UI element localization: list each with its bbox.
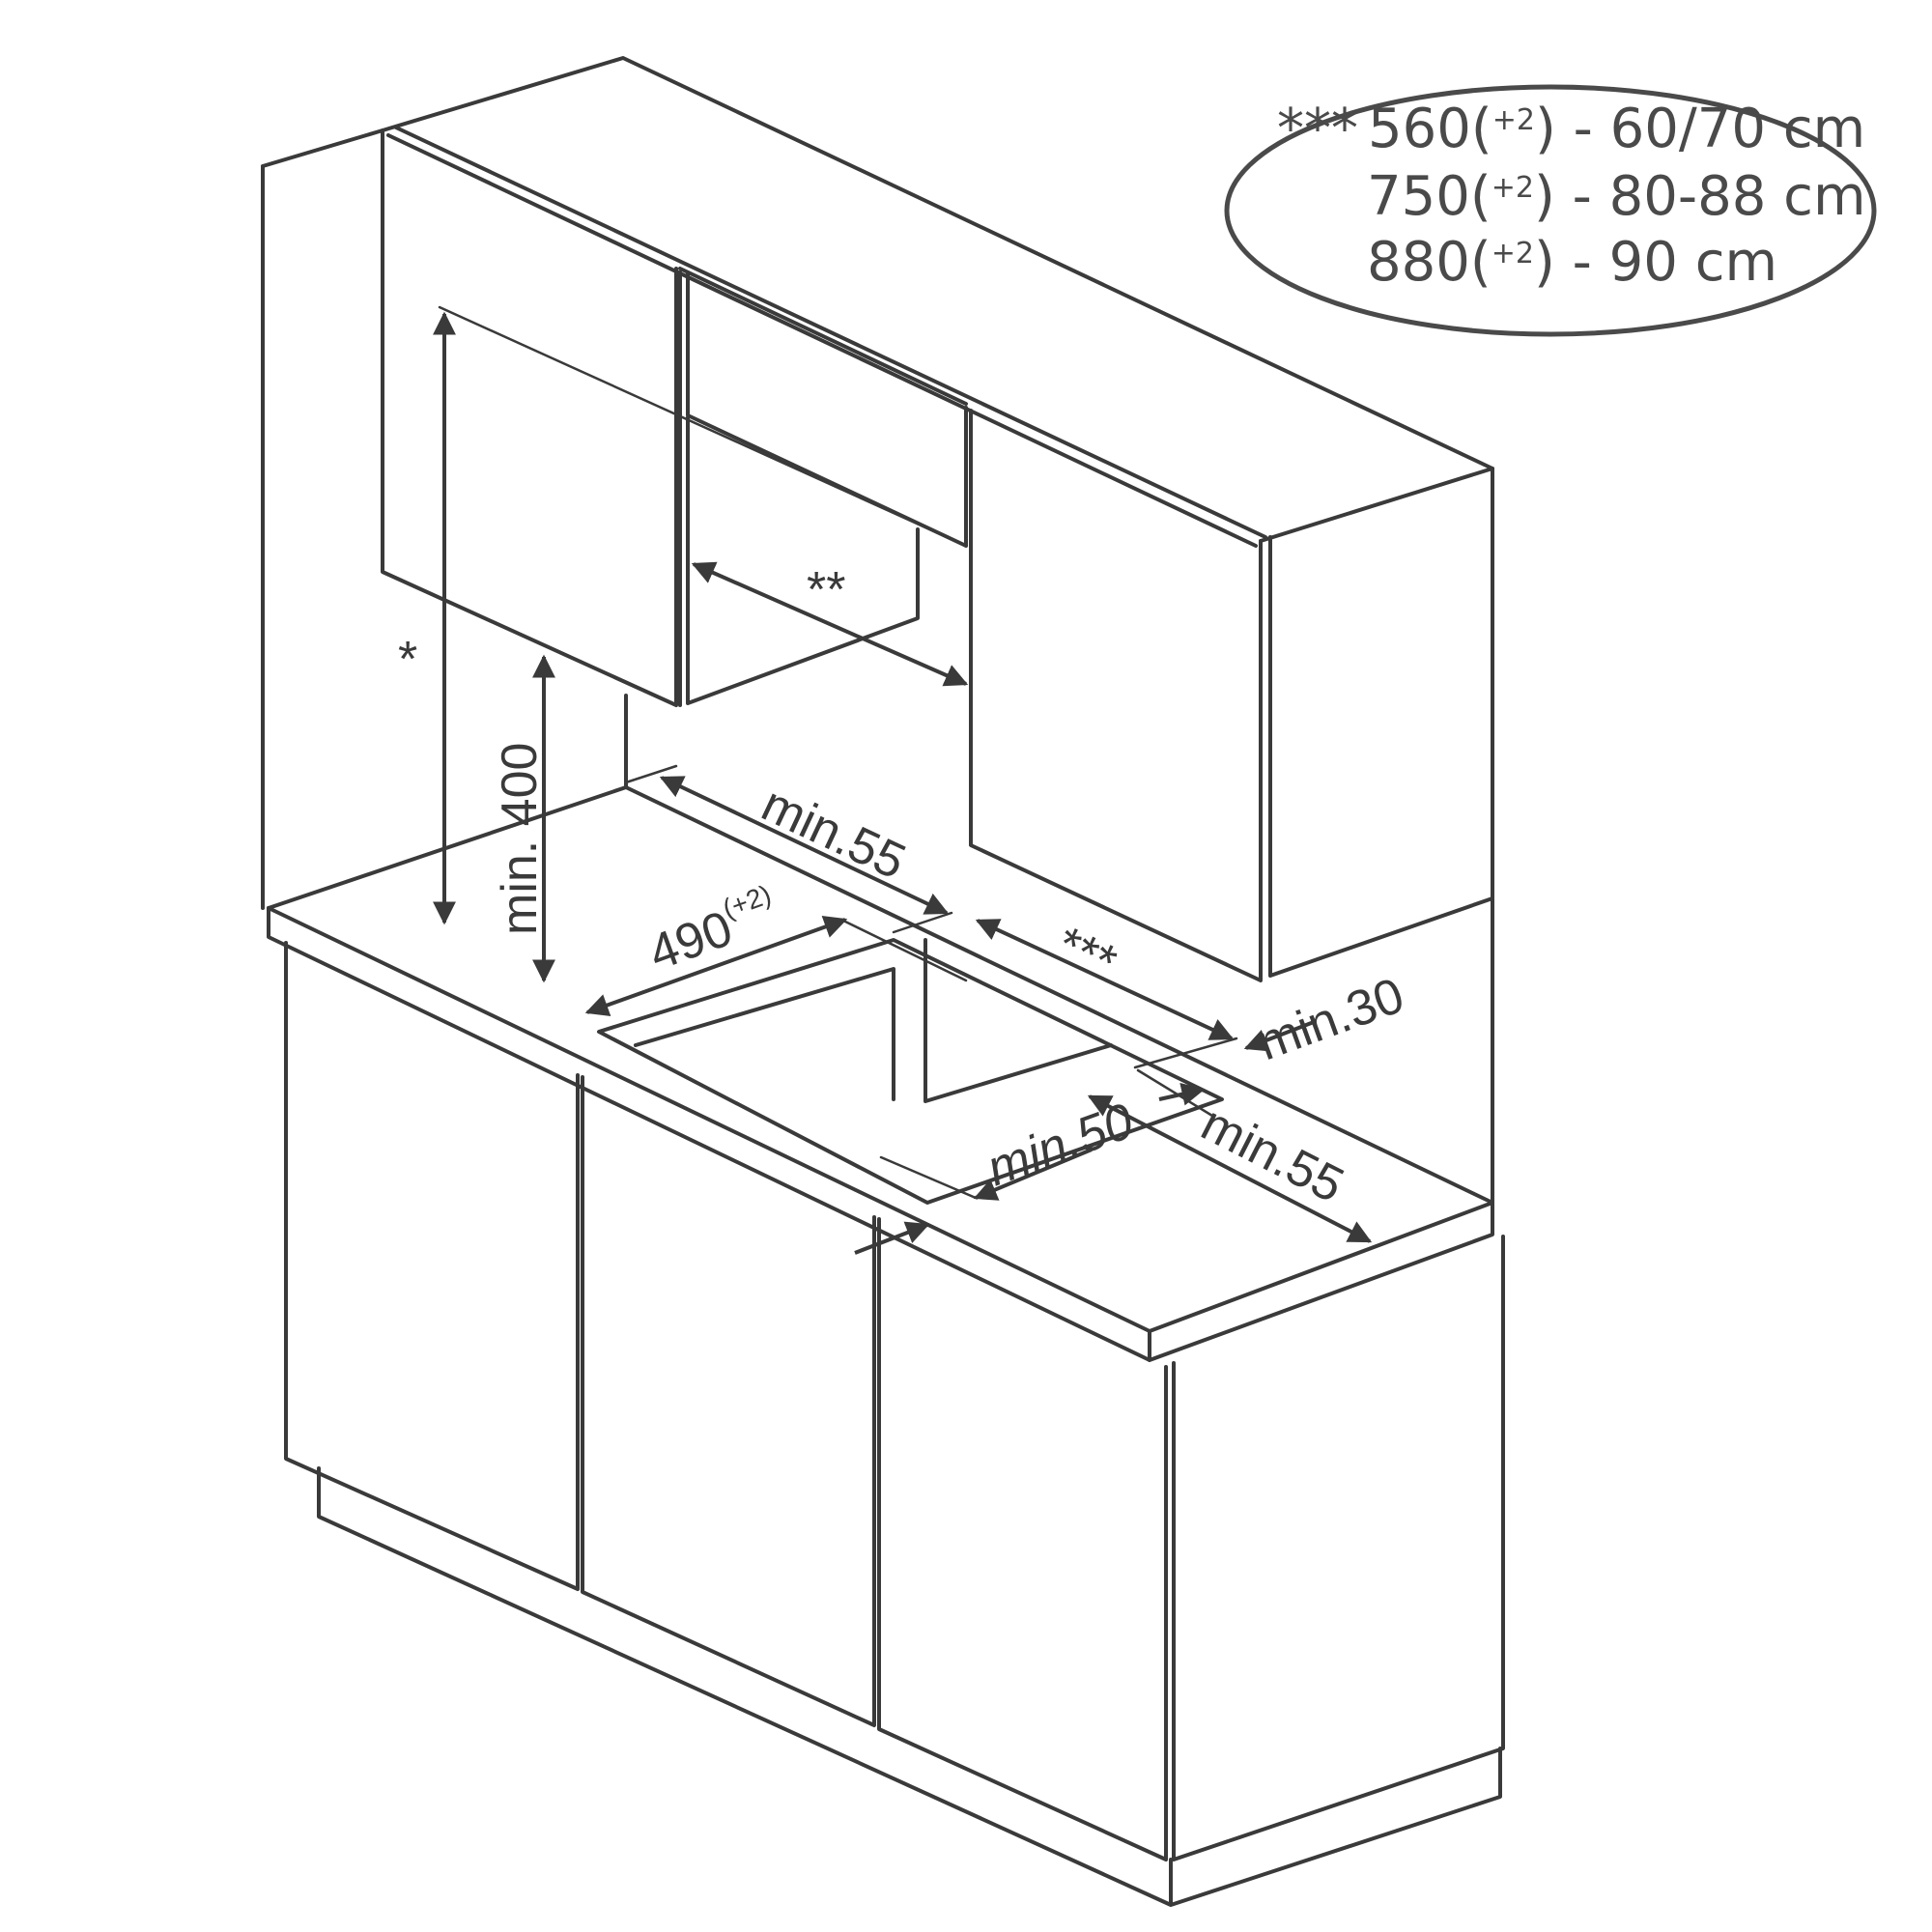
svg-text:***560(+2) - 60/70 cm: ***560(+2) - 60/70 cm (1277, 98, 1865, 160)
left-wall-cabinet (381, 131, 678, 707)
dim-min-55-back-label: min.55 (753, 776, 914, 891)
svg-text:750(+2) - 80-88 cm: 750(+2) - 80-88 cm (1367, 165, 1866, 228)
base-unit-middle (581, 1075, 876, 1727)
legend-hob-width: 60/70 cm (1610, 98, 1866, 160)
legend-hob-width: 80-88 cm (1609, 165, 1866, 228)
dim-min-55-back-arrow (659, 776, 950, 915)
legend-value: 880 (1367, 231, 1470, 294)
legend-oval (1224, 84, 1877, 337)
reference-line (438, 305, 968, 548)
dim-triple-star-label: *** (1048, 916, 1125, 991)
middle-cabinet-lip (678, 267, 968, 406)
legend-tolerance: +2 (1492, 171, 1534, 205)
dim-min-55-side-label: min.55 (1193, 1095, 1352, 1214)
dim-min-30-label: min.30 (1250, 967, 1411, 1071)
dim-490-ext (841, 919, 968, 982)
dim-double-star-label: ** (807, 562, 845, 618)
middle-wall-cabinet (678, 270, 968, 707)
legend-marker: *** (1277, 98, 1358, 160)
dim-triple-star-ext (892, 911, 953, 934)
dim-star-height-label: * (398, 632, 417, 688)
legend-tolerance: +2 (1492, 237, 1534, 270)
hob-cutout-inner (634, 938, 1113, 1103)
dim-min-30-arrow (1243, 1020, 1315, 1052)
dim-min-50-ext (879, 1155, 978, 1200)
dim-min-30-ext (1133, 1037, 1238, 1069)
legend-row-1: ***560(+2) - 60/70 cm (1277, 98, 1865, 160)
dim-min-50-arrow (973, 1148, 1093, 1201)
dim-triple-star-arrow (975, 919, 1235, 1040)
legend-value: 750 (1367, 165, 1470, 228)
base-unit-left (284, 941, 580, 1591)
hob-cutout (597, 938, 1224, 1205)
svg-text:880(+2) - 90 cm: 880(+2) - 90 cm (1367, 231, 1777, 294)
legend-row-2: 750(+2) - 80-88 cm (1367, 165, 1866, 228)
dim-min-400-label: min. 400 (492, 743, 548, 935)
dim-min-55-side-tick-arrow (1158, 1082, 1206, 1106)
legend-value: 560 (1368, 98, 1471, 160)
legend-hob-width: 90 cm (1609, 231, 1777, 294)
wall-units-top (381, 56, 1494, 543)
dim-min-55-side-arrow (1087, 1094, 1373, 1243)
legend: ***560(+2) - 60/70 cm 750(+2) - 80-88 cm… (1224, 84, 1877, 337)
dim-490-arrow (584, 916, 848, 1016)
back-wall-lines (267, 694, 1494, 1205)
wall-units-front-top-edge (386, 126, 1267, 548)
worktop-front-edge (267, 906, 1494, 1362)
dim-490-tolerance: (+2) (719, 879, 775, 923)
side-panel-outline (261, 128, 384, 910)
right-wall-cabinet (969, 409, 1494, 982)
plinth (317, 1466, 1502, 1907)
legend-row-3: 880(+2) - 90 cm (1367, 231, 1777, 294)
base-units (284, 941, 1505, 1907)
dim-min-50-inner-arrow (854, 1221, 930, 1255)
dim-double-star-arrow (691, 561, 969, 687)
legend-tolerance: +2 (1492, 103, 1535, 137)
base-unit-right (877, 1217, 1505, 1861)
dim-min-55-back-ext (624, 764, 678, 784)
